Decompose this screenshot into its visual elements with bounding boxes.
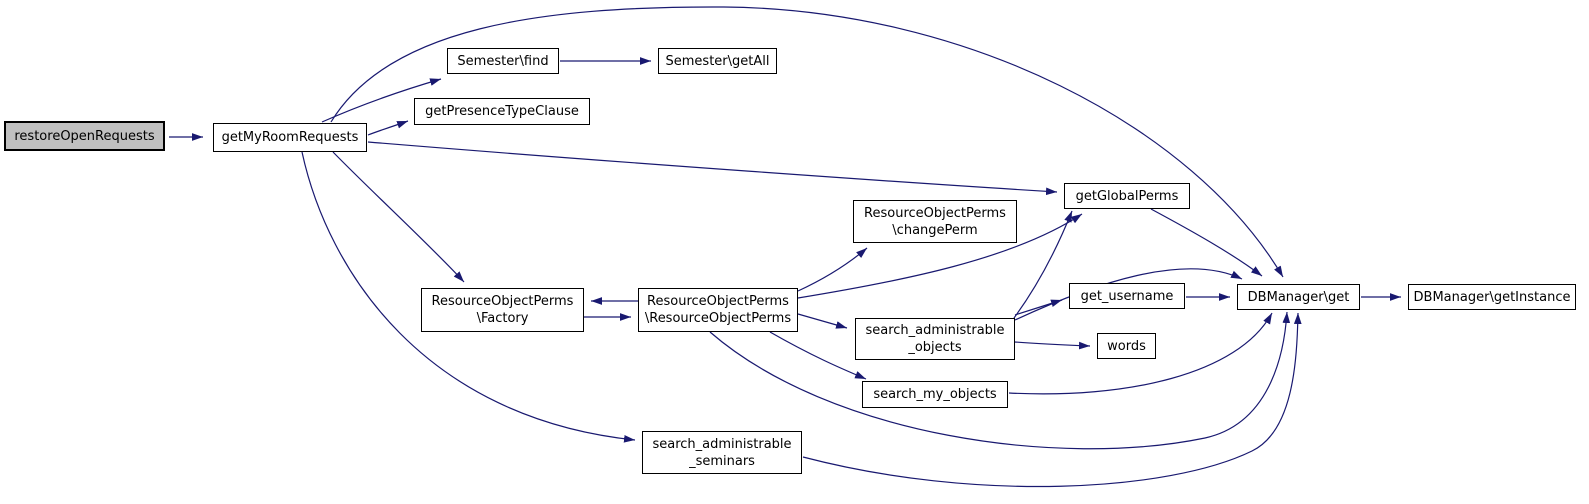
node-semester-getall[interactable]: Semester\getAll bbox=[658, 48, 777, 74]
node-label-line2: _seminars bbox=[689, 453, 755, 469]
node-label-line2: \Factory bbox=[476, 311, 529, 326]
edge-ResourceObjectPerms-ResourceObjectPerms-to-DBManager-get bbox=[709, 311, 1291, 450]
node-label: getGlobalPerms bbox=[1075, 188, 1179, 204]
node-label-line1: search_administrable bbox=[652, 436, 792, 452]
node-getPresenceTypeClause[interactable]: getPresenceTypeClause bbox=[414, 98, 590, 125]
node-search_administrable_seminars[interactable]: search_administrable _seminars bbox=[642, 431, 802, 474]
node-dbmanager-getinstance[interactable]: DBManager\getInstance bbox=[1408, 284, 1576, 310]
node-resourceobjectperms-factory[interactable]: ResourceObjectPerms \Factory bbox=[421, 288, 584, 332]
node-search_administrable_objects[interactable]: search_administrable _objects bbox=[855, 318, 1015, 360]
node-label-line2: \changePerm bbox=[892, 222, 978, 238]
node-restoreOpenRequests[interactable]: restoreOpenRequests bbox=[4, 121, 165, 151]
node-resourceobjectperms-changeperm[interactable]: ResourceObjectPerms \changePerm bbox=[853, 200, 1017, 243]
node-label-line1: ResourceObjectPerms bbox=[431, 294, 574, 309]
edge-ResourceObjectPerms-ResourceObjectPerms-to-getGlobalPerms bbox=[797, 213, 1083, 299]
node-label: DBManager\get bbox=[1247, 289, 1350, 305]
node-resourceobjectperms-resourceobjectperms[interactable]: ResourceObjectPerms \ResourceObjectPerms bbox=[638, 288, 798, 332]
node-label: Semester\getAll bbox=[665, 53, 770, 69]
node-label-line2: \ResourceObjectPerms bbox=[644, 311, 792, 326]
node-search_my_objects[interactable]: search_my_objects bbox=[862, 381, 1008, 408]
edge-search_administrable_objects-to-words bbox=[1014, 341, 1091, 350]
node-label: search_my_objects bbox=[873, 387, 997, 402]
edge-getMyRoomRequests-to-DBManager-get bbox=[330, 6, 1284, 278]
edge-ResourceObjectPerms-ResourceObjectPerms-to-search_administrable_objects bbox=[797, 313, 848, 329]
edge-getMyRoomRequests-to-search_administrable_seminars bbox=[301, 151, 636, 443]
node-label-line1: ResourceObjectPerms bbox=[864, 205, 1006, 221]
edge-getMyRoomRequests-to-getPresenceTypeClause bbox=[367, 120, 409, 136]
edge-getGlobalPerms-to-DBManager-get bbox=[1150, 208, 1263, 277]
node-getGlobalPerms[interactable]: getGlobalPerms bbox=[1064, 183, 1190, 209]
edge-search_my_objects-to-DBManager-get bbox=[1008, 312, 1273, 395]
node-label-line1: search_administrable bbox=[865, 323, 1005, 338]
edge-getMyRoomRequests-to-getGlobalPerms bbox=[367, 141, 1058, 196]
edge-ResourceObjectPerms-ResourceObjectPerms-to-ResourceObjectPerms-changePerm bbox=[797, 247, 868, 292]
node-get_username[interactable]: get_username bbox=[1069, 283, 1185, 309]
edge-search_administrable_objects-to-DBManager-get bbox=[1014, 268, 1243, 321]
node-semester-find[interactable]: Semester\find bbox=[447, 48, 559, 74]
node-label: words bbox=[1107, 338, 1146, 354]
node-getMyRoomRequests[interactable]: getMyRoomRequests bbox=[213, 123, 367, 152]
edge-search_administrable_seminars-to-DBManager-get bbox=[802, 312, 1302, 488]
node-label-line1: ResourceObjectPerms bbox=[647, 294, 789, 309]
node-dbmanager-get[interactable]: DBManager\get bbox=[1237, 284, 1360, 310]
node-label: get_username bbox=[1080, 288, 1174, 304]
node-label-line2: _objects bbox=[908, 340, 962, 355]
node-label: Semester\find bbox=[457, 53, 549, 69]
edge-ResourceObjectPerms-ResourceObjectPerms-to-search_my_objects bbox=[769, 331, 867, 380]
edge-search_administrable_objects-to-getGlobalPerms bbox=[1013, 210, 1073, 319]
node-label: restoreOpenRequests bbox=[14, 128, 155, 144]
node-label: DBManager\getInstance bbox=[1413, 289, 1571, 305]
node-words[interactable]: words bbox=[1097, 333, 1156, 359]
node-label: getMyRoomRequests bbox=[221, 130, 359, 145]
edge-getMyRoomRequests-to-ResourceObjectPerms-Factory bbox=[332, 151, 465, 283]
node-label: getPresenceTypeClause bbox=[425, 104, 579, 119]
